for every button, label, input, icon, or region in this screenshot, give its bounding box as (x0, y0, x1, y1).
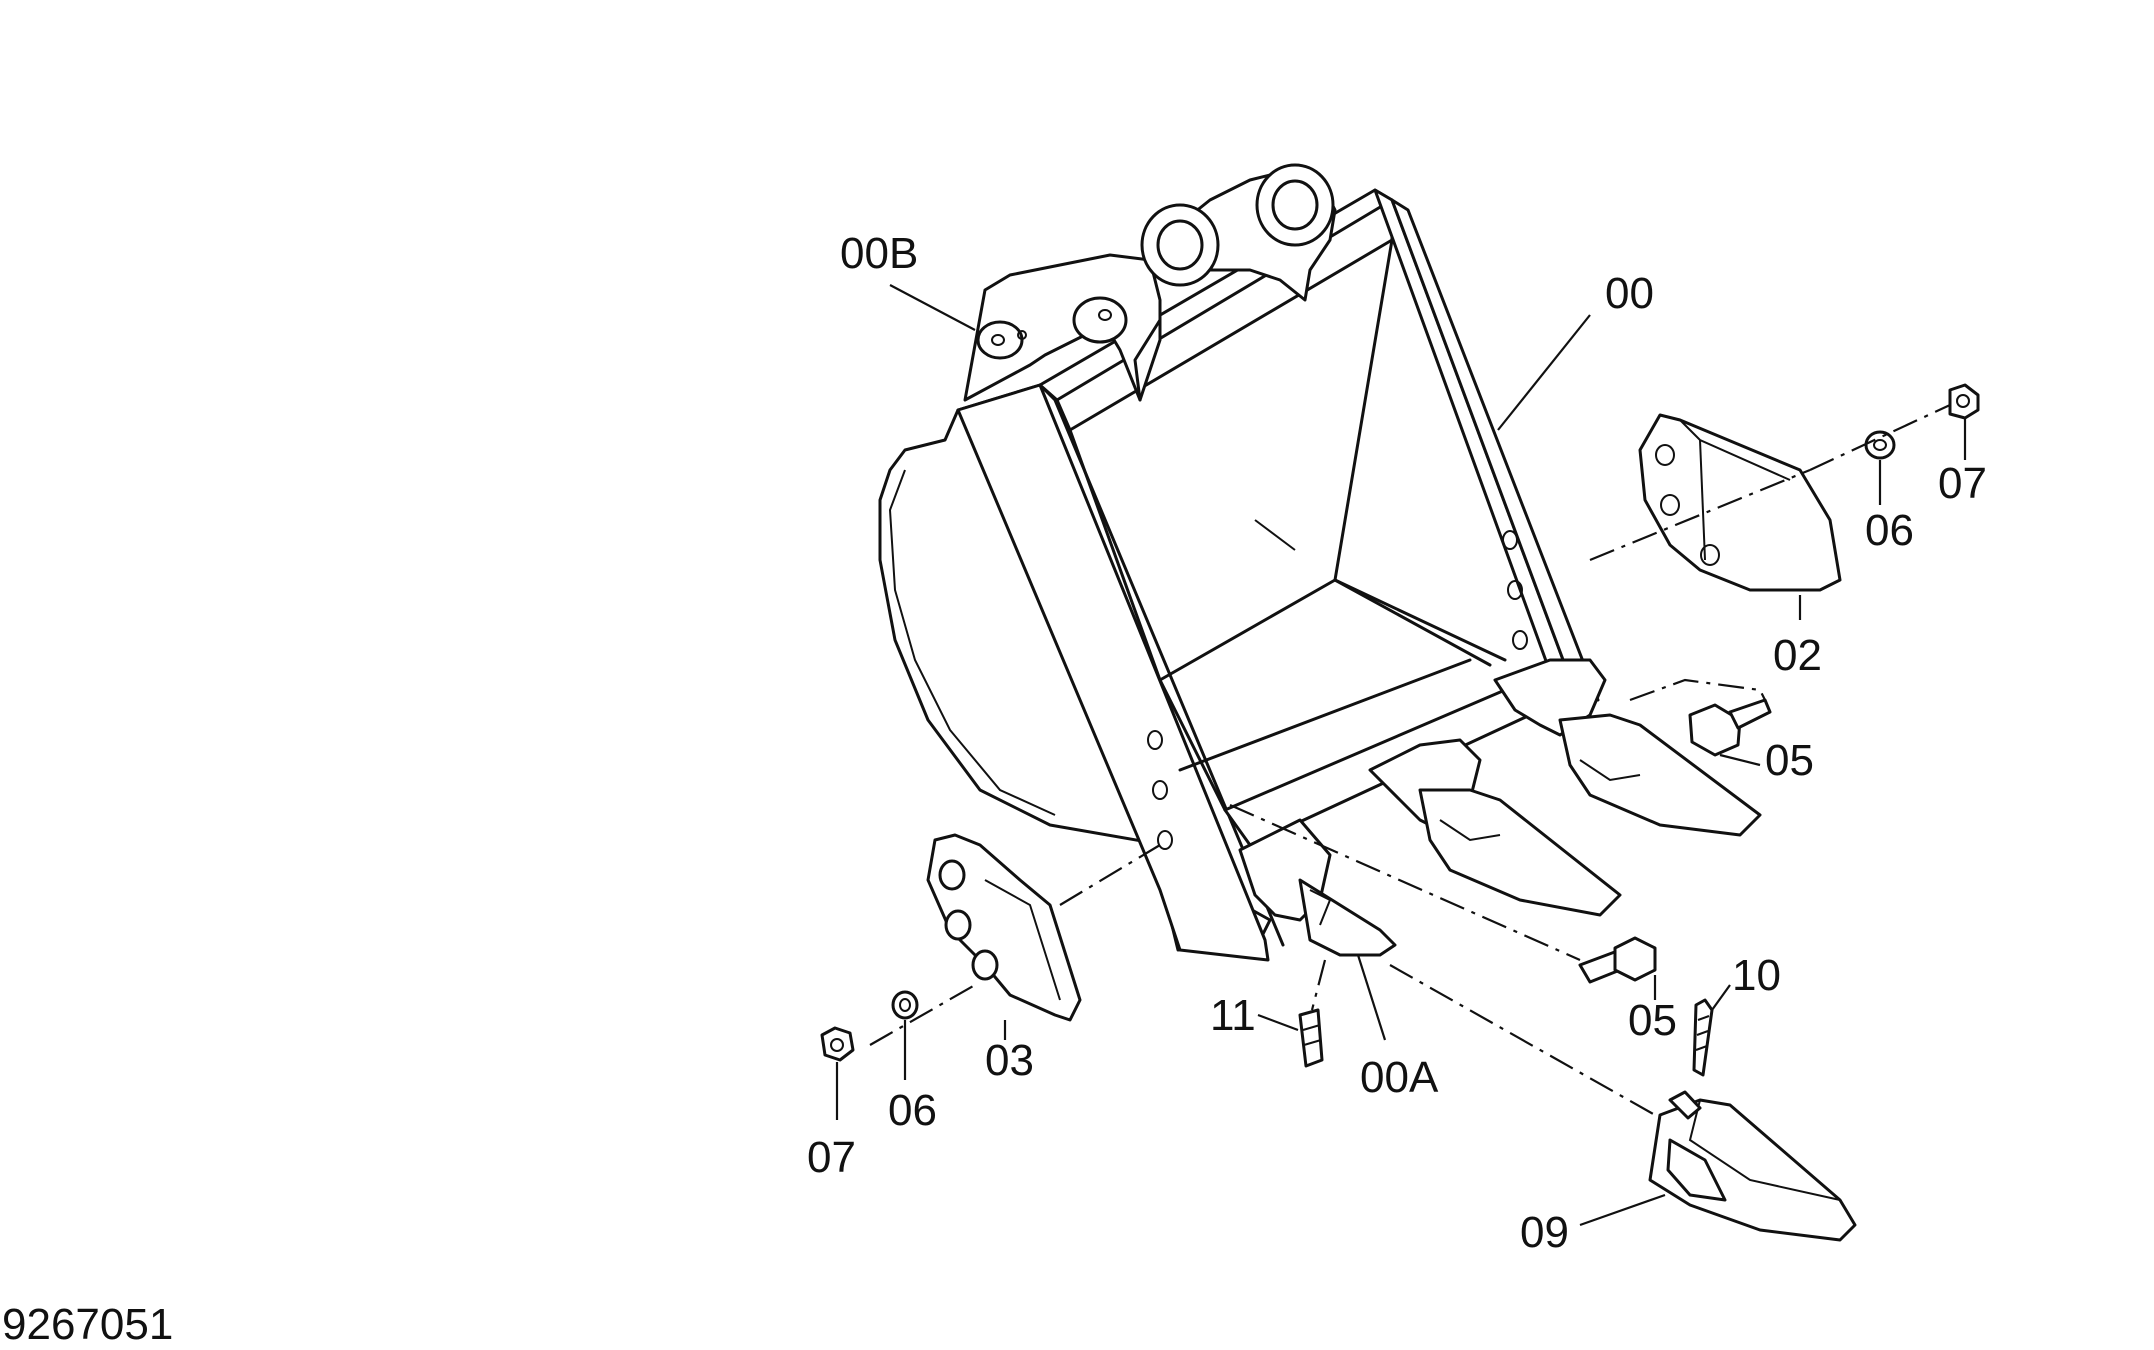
bucket-teeth (1238, 658, 1762, 957)
label-lock: 11 (1210, 991, 1256, 1040)
bolt-lower (1578, 936, 1657, 984)
pin-part (1692, 998, 1714, 1077)
bracket-bosses (963, 163, 1337, 402)
washer-right (1864, 430, 1896, 460)
label-pin: 10 (1732, 951, 1781, 1000)
label-bracket-boss: 00B (840, 229, 918, 278)
label-tooth-adapter: 00A (1360, 1053, 1439, 1102)
nut-left (820, 1026, 855, 1062)
label-bolt-right: 05 (1765, 736, 1814, 785)
label-nut-left: 07 (807, 1133, 856, 1182)
callouts: 00B 00 02 06 07 05 05 10 11 00A 03 06 07… (807, 229, 1987, 1257)
side-cutter-right (1638, 413, 1842, 592)
nut-right (1948, 383, 1980, 420)
leader-lines (835, 284, 1967, 1227)
drawing-number: 9267051 (2, 1300, 174, 1349)
label-washer-right: 06 (1865, 506, 1914, 555)
washer-left (891, 990, 919, 1020)
label-bolt-lower: 05 (1628, 996, 1677, 1045)
label-washer-left: 06 (888, 1086, 937, 1135)
label-side-cutter-right: 02 (1773, 631, 1822, 680)
label-nut-right: 07 (1938, 459, 1987, 508)
exploded-view-lines (869, 404, 1951, 1116)
label-tooth-point: 09 (1520, 1208, 1569, 1257)
label-bucket: 00 (1605, 269, 1654, 318)
label-side-cutter-left: 03 (985, 1036, 1034, 1085)
tooth-point (1648, 1090, 1857, 1242)
bolt-right (1688, 698, 1772, 757)
lock-part (1298, 1008, 1324, 1068)
side-cutter-left (926, 833, 1082, 1022)
